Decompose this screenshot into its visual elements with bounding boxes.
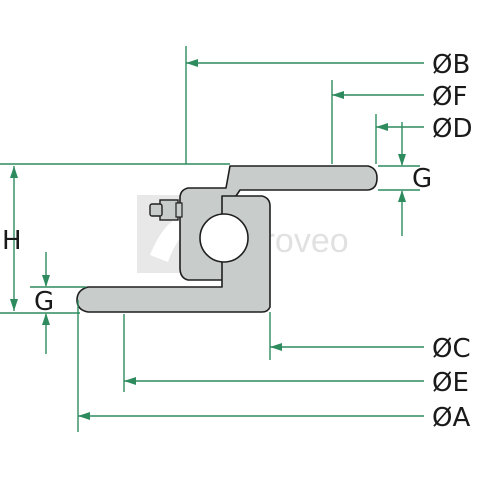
dim-d-arrow xyxy=(376,123,388,131)
dim-e-arrow xyxy=(124,377,136,385)
dim-e-label: ØE xyxy=(432,368,469,398)
dim-g-upper-arrow-top xyxy=(398,154,406,166)
ball-bearing xyxy=(199,213,249,263)
dim-a-label: ØA xyxy=(432,403,470,433)
dim-b: ØB xyxy=(185,46,470,164)
dim-a: ØA xyxy=(77,300,470,433)
dim-g-lower-arrow-top xyxy=(42,275,50,287)
dim-f: ØF xyxy=(331,80,467,164)
ring-profile xyxy=(76,165,378,313)
dim-g-upper: G xyxy=(378,122,432,236)
dim-d-label: ØD xyxy=(432,114,473,144)
dim-e: ØE xyxy=(123,314,469,398)
dim-g-upper-label: G xyxy=(412,164,432,194)
dim-h-arrow-top xyxy=(10,166,18,178)
dim-c-label: ØC xyxy=(432,334,471,364)
dim-g-lower-label: G xyxy=(34,287,54,317)
dim-h-label: H xyxy=(2,226,22,256)
grease-nipple xyxy=(149,199,183,221)
dim-g-lower-arrow-bottom xyxy=(42,313,50,325)
dim-g-upper-arrow-bottom xyxy=(398,190,406,202)
dim-c-arrow xyxy=(270,343,282,351)
dim-c: ØC xyxy=(269,312,471,364)
dim-h-arrow-bottom xyxy=(10,299,18,311)
dim-f-label: ØF xyxy=(432,82,467,112)
grease-nipple-thread xyxy=(175,202,183,218)
dim-f-arrow xyxy=(332,91,344,99)
grease-nipple-tip xyxy=(149,203,163,217)
dim-h: H xyxy=(0,163,230,314)
dim-g-lower: G xyxy=(30,252,86,354)
dim-a-arrow xyxy=(78,412,90,420)
dim-b-arrow xyxy=(186,59,198,67)
dim-b-label: ØB xyxy=(432,50,470,80)
dim-d: ØD xyxy=(375,114,473,164)
